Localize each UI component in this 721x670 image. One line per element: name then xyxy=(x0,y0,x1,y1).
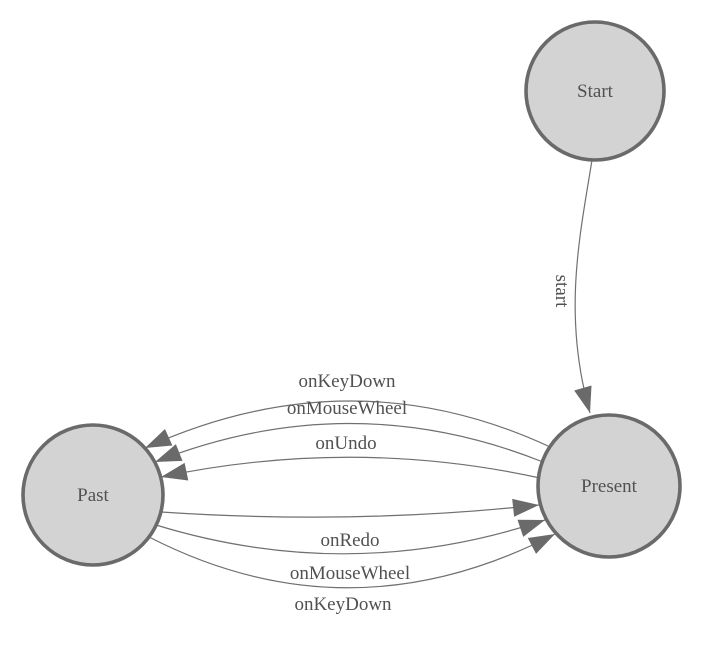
edge-label-start: start xyxy=(551,275,572,308)
edge-onmousewheel-past-to-present xyxy=(155,519,546,555)
edge-onmousewheel-present-to-past xyxy=(154,422,544,463)
edge-label-onredo: onRedo xyxy=(320,530,379,551)
edge-onredo-past-to-present xyxy=(160,498,540,518)
node-start xyxy=(524,20,666,162)
edge-onkeydown-past-to-present xyxy=(148,533,556,589)
edge-label-onmousewheel-bottom: onMouseWheel xyxy=(290,563,410,584)
node-present-label: Present xyxy=(581,476,638,497)
edge-onundo-present-to-past xyxy=(160,456,541,481)
edge-label-onmousewheel-top: onMouseWheel xyxy=(287,398,407,419)
node-past xyxy=(21,423,165,567)
edge-onkeydown-present-to-past xyxy=(144,400,549,449)
edge-label-onundo: onUndo xyxy=(315,433,376,454)
node-present xyxy=(536,413,682,559)
edge-start-to-present xyxy=(574,159,593,414)
node-past-label: Past xyxy=(77,485,109,506)
edge-label-onkeydown-bottom: onKeyDown xyxy=(294,594,392,615)
node-start-label: Start xyxy=(577,81,614,102)
edge-label-onkeydown-top: onKeyDown xyxy=(298,371,396,392)
